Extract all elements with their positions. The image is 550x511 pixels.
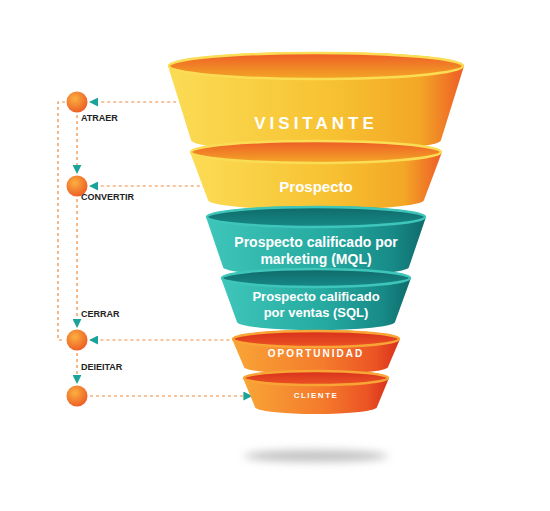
band-shape bbox=[168, 52, 464, 152]
band-body bbox=[168, 52, 464, 152]
funnel-band: CLIENTE bbox=[243, 370, 389, 414]
stage-marker: ATRAER bbox=[66, 91, 88, 113]
band-body bbox=[206, 206, 426, 276]
band-rim bbox=[207, 207, 425, 227]
band-rim bbox=[191, 141, 441, 163]
marker-dot bbox=[66, 329, 88, 351]
funnel-band: OPORTUNIDAD bbox=[232, 330, 400, 374]
band-rim bbox=[244, 371, 388, 385]
stage-action: CERRAR bbox=[81, 309, 120, 319]
stage-marker: DEIEITAR bbox=[66, 385, 88, 407]
funnel-shadow bbox=[244, 450, 388, 462]
stage-marker: CERRAR bbox=[66, 329, 88, 351]
funnel-band: Prospecto calificado por ventas (SQL) bbox=[221, 268, 411, 330]
funnel-band: Prospecto calificado por marketing (MQL) bbox=[206, 206, 426, 276]
band-rim bbox=[222, 269, 410, 287]
dashed-connector bbox=[76, 353, 77, 383]
stage-name: OPORTUNIDAD bbox=[246, 348, 386, 360]
marker-dot bbox=[66, 385, 88, 407]
band-rim bbox=[233, 331, 399, 347]
stage-action: CONVERTIR bbox=[81, 192, 134, 202]
marker-dot bbox=[66, 91, 88, 113]
dashed-connector bbox=[90, 339, 235, 340]
dashed-connector bbox=[76, 199, 77, 327]
stage-name: Prospecto calificado por marketing (MQL) bbox=[230, 234, 402, 268]
band-body bbox=[221, 268, 411, 330]
stage-name: VISITANTE bbox=[216, 114, 416, 134]
band-body bbox=[243, 370, 389, 414]
stage-name: CLIENTE bbox=[261, 391, 371, 401]
funnel-band: VISITANTE bbox=[168, 52, 464, 152]
band-shape bbox=[190, 140, 442, 210]
band-body bbox=[190, 140, 442, 210]
stage-action: ATRAER bbox=[81, 113, 118, 123]
funnel-band: Prospecto bbox=[190, 140, 442, 210]
stage-bracket bbox=[58, 102, 65, 340]
stage-name: Prospecto bbox=[226, 178, 406, 196]
band-body bbox=[232, 330, 400, 374]
dashed-connector bbox=[90, 185, 206, 186]
stage-name: Prospecto calificado por ventas (SQL) bbox=[241, 289, 391, 320]
dashed-connector bbox=[76, 115, 77, 173]
stage-marker: CONVERTIR bbox=[66, 175, 88, 197]
dashed-connector bbox=[90, 101, 182, 102]
dashed-connector bbox=[90, 395, 251, 396]
stage-action: DEIEITAR bbox=[81, 362, 122, 372]
band-rim bbox=[169, 53, 463, 79]
